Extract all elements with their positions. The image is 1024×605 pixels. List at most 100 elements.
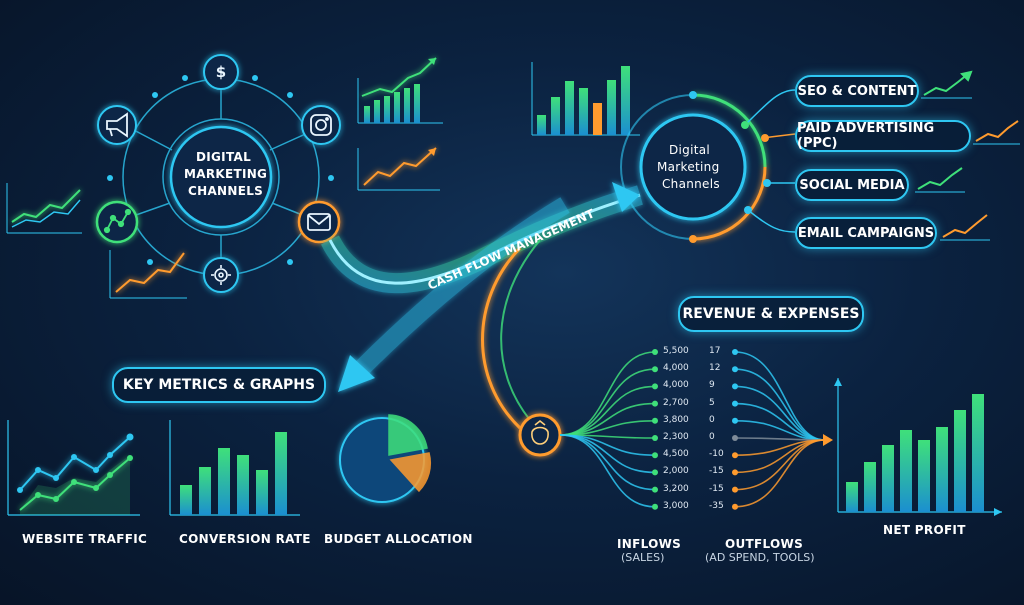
inflow-node <box>652 366 658 373</box>
inflow-curve <box>559 434 656 474</box>
outflow-value: 5 <box>709 397 715 408</box>
right-hub-title-line3: Channels <box>662 177 720 191</box>
inflow-curve <box>559 434 656 508</box>
outflow-value: 17 <box>709 346 721 356</box>
left-hub-title-line1: DIGITAL <box>196 150 252 164</box>
inflow-node <box>652 452 658 459</box>
outflow-value: -15 <box>709 466 724 477</box>
outflow-node <box>732 503 738 510</box>
channel-ppc-label: PAID ADVERTISING (PPC) <box>797 121 935 151</box>
channel-email-label: EMAIL CAMPAIGNS <box>797 225 935 241</box>
net-profit-label: NET PROFIT <box>883 523 966 537</box>
outflow-value: -35 <box>709 500 724 511</box>
inflow-value: 4,500 <box>663 449 689 460</box>
settings-icon-ring <box>203 257 239 293</box>
net-profit-chart <box>834 378 1002 516</box>
dollar-icon-ring <box>203 54 239 90</box>
outflow-curve <box>734 351 826 441</box>
inflow-curve <box>559 402 656 436</box>
inflow-value: 5,500 <box>663 346 689 356</box>
sankey-flows <box>559 349 833 510</box>
megaphone-icon <box>106 112 128 138</box>
inflows-sub: (SALES) <box>621 551 665 564</box>
website-traffic-chart <box>7 420 140 516</box>
revenue-expenses-title: REVENUE & EXPENSES <box>682 306 860 322</box>
inflow-node <box>652 417 658 424</box>
email-icon <box>307 213 331 231</box>
inflow-value: 4,000 <box>663 380 689 391</box>
outflow-curve <box>734 385 826 441</box>
channel-ppc-pill: PAID ADVERTISING (PPC) <box>795 120 971 152</box>
channel-social-label: SOCIAL MEDIA <box>799 177 905 193</box>
inflow-value: 2,700 <box>663 397 689 408</box>
outflow-value: 0 <box>709 414 715 425</box>
dollar-icon: $ <box>215 63 227 81</box>
inflow-node <box>652 349 658 355</box>
flow-arrowhead <box>823 434 833 446</box>
network-icon <box>103 208 132 234</box>
email-icon-ring <box>297 200 341 244</box>
trend-arrow-ppc <box>973 120 1020 145</box>
website-traffic-label: WEBSITE TRAFFIC <box>22 532 148 546</box>
outflow-value: -10 <box>709 449 724 460</box>
instagram-icon-ring <box>301 105 341 145</box>
trend-arrow-social <box>915 167 965 193</box>
left-hub-title-line3: CHANNELS <box>188 184 264 198</box>
outflow-node <box>732 469 738 476</box>
inflow-value: 3,800 <box>663 414 689 425</box>
inflow-curve <box>559 368 656 436</box>
mini-line-chart-green-far-left <box>6 183 82 234</box>
outflow-node <box>732 452 738 459</box>
top-center-bar-chart <box>531 62 640 136</box>
outflows-label: OUTFLOWS <box>725 537 804 551</box>
settings-icon <box>211 265 231 285</box>
inflow-node <box>652 486 658 493</box>
instagram-icon <box>310 114 332 136</box>
inflow-curve <box>559 434 656 491</box>
inflow-value: 3,200 <box>663 483 689 494</box>
outflow-node <box>732 400 738 407</box>
mini-bar-chart-left <box>357 57 443 124</box>
cash-flow-label: CASH FLOW MANAGEMENT <box>426 206 598 293</box>
budget-allocation-label: BUDGET ALLOCATION <box>324 532 473 546</box>
money-bag-icon <box>531 419 549 445</box>
right-hub-node-dots <box>741 121 771 214</box>
conversion-rate-label: CONVERSION RATE <box>179 532 311 546</box>
outflow-value: -15 <box>709 483 724 494</box>
mini-line-chart-orange-lower-left <box>109 250 187 299</box>
outflow-value: 0 <box>709 432 715 442</box>
outflow-value: 12 <box>709 363 721 374</box>
inflow-node <box>652 503 658 510</box>
outflows-sub: (AD SPEND, TOOLS) <box>705 551 815 564</box>
inflow-value: 2,300 <box>663 432 689 442</box>
outflow-node <box>732 486 738 493</box>
channel-email-pill: EMAIL CAMPAIGNS <box>795 217 937 249</box>
inflow-node <box>652 469 658 476</box>
left-hub-core <box>169 125 273 229</box>
outflow-node <box>732 417 738 424</box>
key-metrics-title: KEY METRICS & GRAPHS <box>122 377 316 393</box>
outflow-node <box>732 435 738 441</box>
outflow-curve <box>734 439 826 508</box>
channel-seo-pill: SEO & CONTENT <box>795 75 919 107</box>
inflow-curve <box>559 351 656 436</box>
revenue-expenses-pill: REVENUE & EXPENSES <box>678 296 864 332</box>
cash-flow-arrow <box>321 182 643 430</box>
trend-arrow-seo <box>921 70 973 99</box>
outflow-node <box>732 366 738 373</box>
right-hub-connectors <box>744 89 796 233</box>
inflow-node <box>652 400 658 407</box>
inflow-node <box>652 435 658 441</box>
right-hub <box>620 91 767 243</box>
conversion-rate-chart <box>169 420 300 516</box>
right-hub-title-line1: Digital <box>669 143 711 157</box>
megaphone-icon-ring <box>97 105 137 145</box>
outflow-value: 9 <box>709 380 715 391</box>
channel-social-pill: SOCIAL MEDIA <box>795 169 909 201</box>
outflow-node <box>732 383 738 390</box>
right-hub-title-line2: Marketing <box>657 160 720 174</box>
outflow-curve <box>734 439 826 491</box>
mini-line-chart-orange-left <box>357 147 440 191</box>
inflow-value: 4,000 <box>663 363 689 374</box>
